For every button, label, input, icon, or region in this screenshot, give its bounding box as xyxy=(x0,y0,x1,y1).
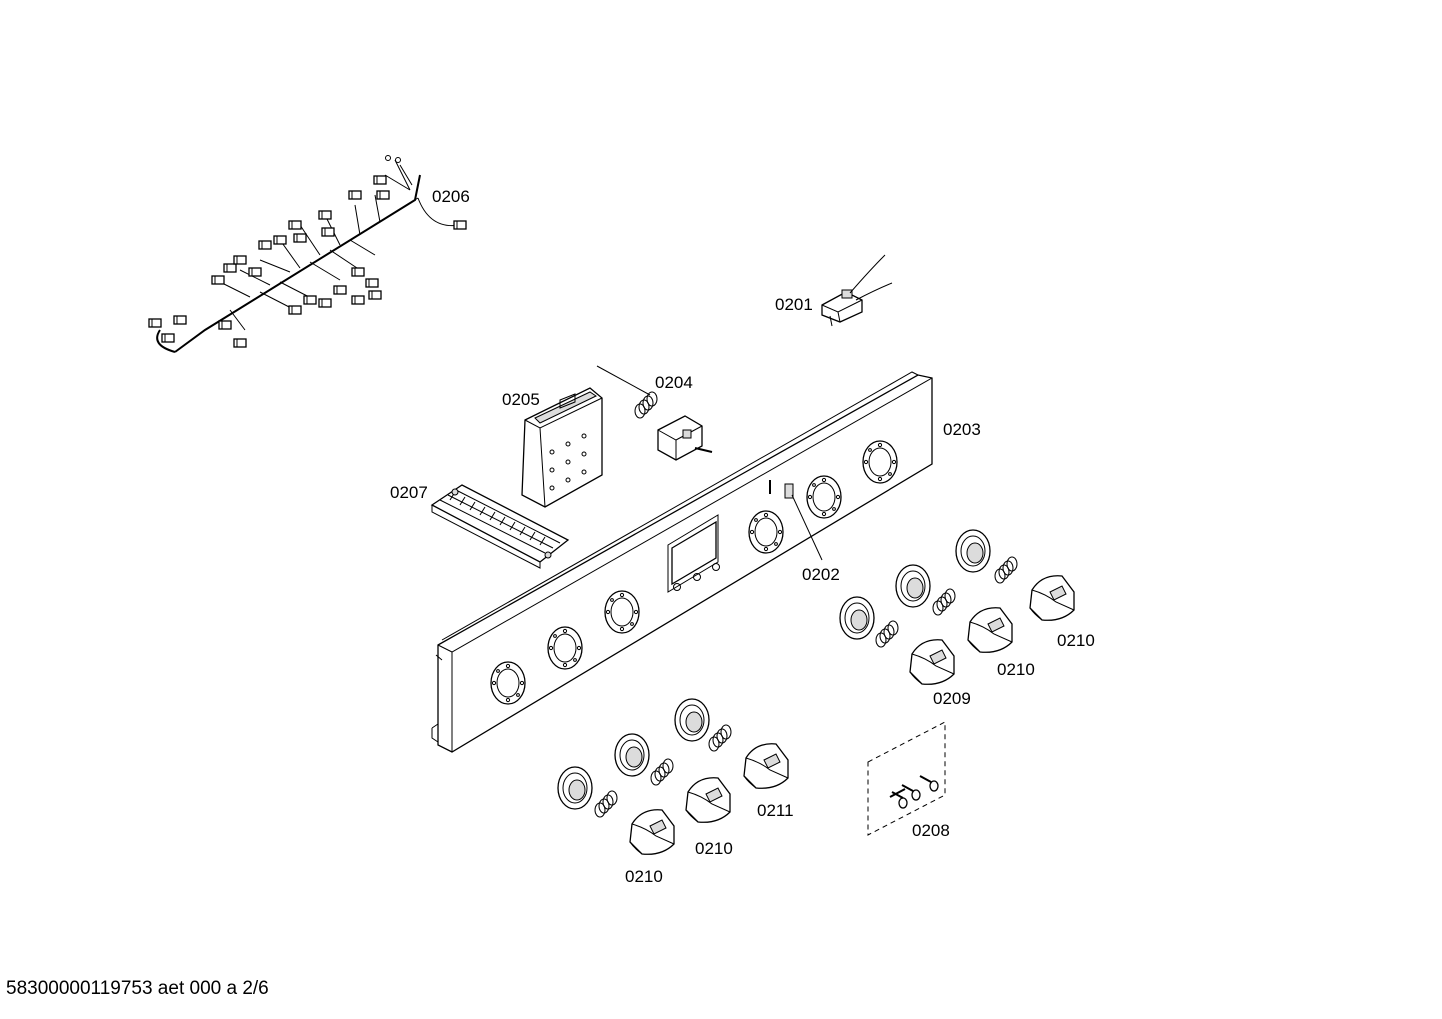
label-0211: 0211 xyxy=(757,801,794,820)
label-0210-b: 0210 xyxy=(997,660,1035,679)
wiring-harness-0206 xyxy=(148,155,467,353)
label-0206: 0206 xyxy=(432,187,470,206)
document-code: 58300000119753 aet 000 a 2/6 xyxy=(6,978,269,999)
switch-0201 xyxy=(821,254,893,327)
terminal-block-0207 xyxy=(430,484,570,569)
screw-set-0208 xyxy=(867,721,946,836)
label-0201: 0201 xyxy=(775,295,813,314)
label-0210-a: 0210 xyxy=(1057,631,1095,650)
label-0208: 0208 xyxy=(912,821,950,840)
knob-set-right xyxy=(839,529,1075,685)
timer-module-0205 xyxy=(521,387,603,508)
label-0202: 0202 xyxy=(802,565,840,584)
control-panel-0203 xyxy=(431,371,933,753)
label-0203: 0203 xyxy=(943,420,981,439)
label-0204: 0204 xyxy=(655,373,693,392)
knob-set-lower xyxy=(557,698,789,855)
thermostat-0204 xyxy=(596,365,713,461)
label-0210-d: 0210 xyxy=(625,867,663,886)
label-0205: 0205 xyxy=(502,390,540,409)
label-0210-c: 0210 xyxy=(695,839,733,858)
label-0209: 0209 xyxy=(933,689,971,708)
label-0207: 0207 xyxy=(390,483,428,502)
